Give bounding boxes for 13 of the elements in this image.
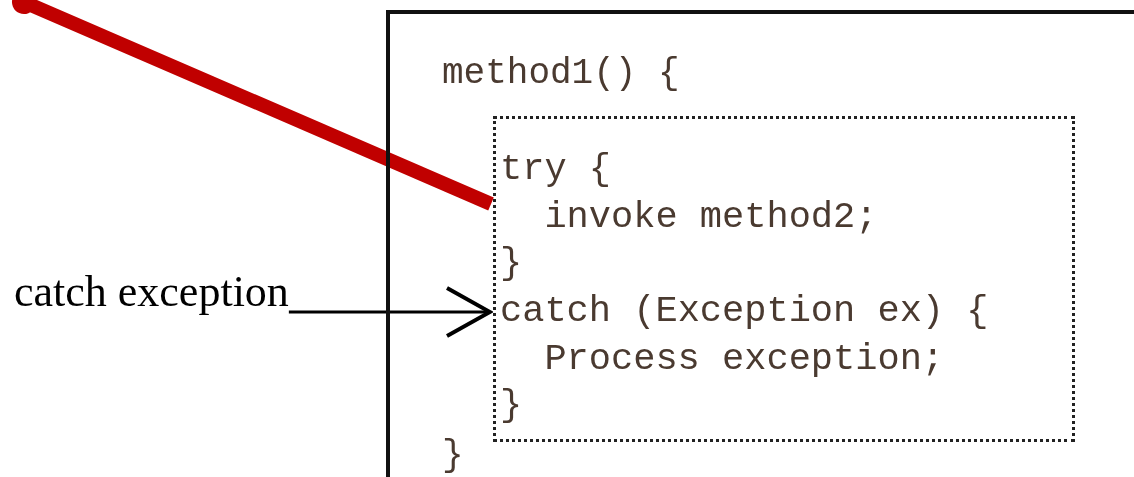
try-catch-box: [493, 116, 1075, 442]
code-line: }: [500, 387, 523, 424]
code-line: catch (Exception ex) {: [500, 293, 989, 330]
arrow: [288, 286, 492, 338]
code-line: try {: [500, 151, 612, 188]
code-line: }: [500, 245, 523, 282]
text-label: catch exception: [14, 270, 289, 314]
code-block-box: [386, 10, 1134, 477]
code-line: method1() {: [442, 56, 680, 92]
leader-line: [12, 0, 494, 211]
code-line: Process exception;: [544, 341, 945, 378]
code-line: invoke method2;: [544, 199, 878, 236]
code-line: }: [442, 438, 464, 474]
